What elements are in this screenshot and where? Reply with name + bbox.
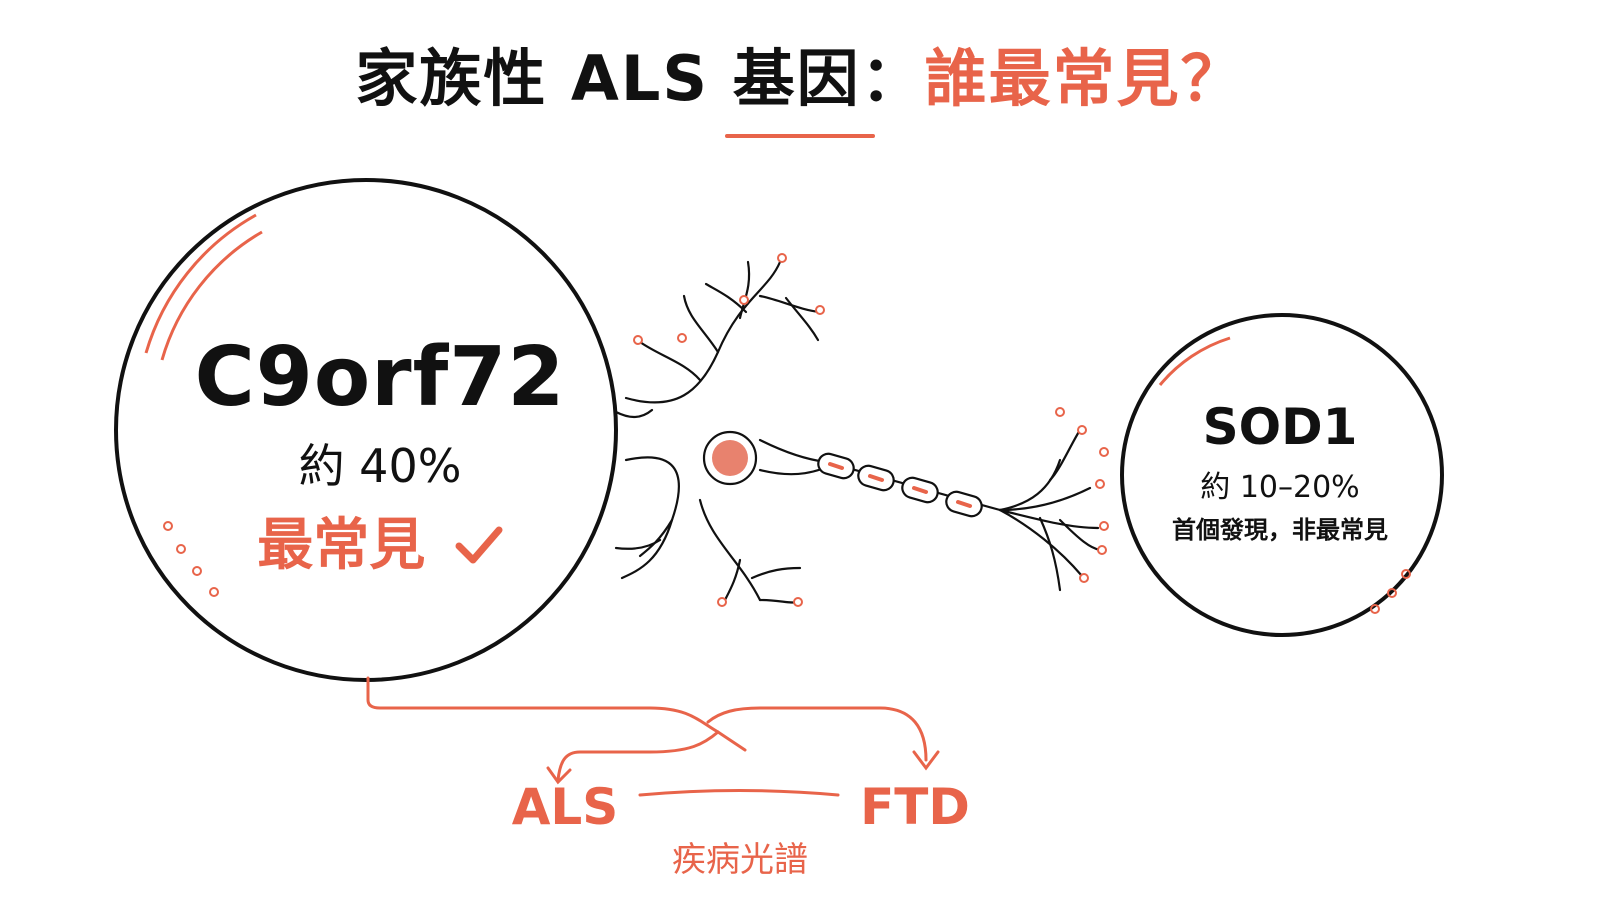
end-dot	[1097, 545, 1107, 555]
end-dot	[1077, 425, 1087, 435]
gene-verdict-c9orf72: 最常見	[180, 500, 580, 581]
connector-arrow-left	[556, 730, 720, 782]
myelin-mark	[868, 474, 884, 482]
end-dot	[1099, 521, 1109, 531]
gene-name-c9orf72: C9orf72	[194, 330, 566, 425]
spectrum-connector	[366, 676, 940, 797]
page-title: 家族性 ALS 基因：誰最常見？	[0, 28, 1600, 118]
neuron-nucleus	[712, 440, 748, 476]
end-dot	[677, 333, 687, 343]
spectrum-link-line	[638, 789, 840, 797]
decor-dot	[1370, 604, 1380, 614]
myelin-sheaths	[817, 452, 983, 518]
spectrum-left-label: ALS	[511, 778, 619, 836]
end-dot	[777, 253, 787, 263]
end-dot	[1099, 447, 1109, 457]
c9orf72-dots	[163, 521, 219, 597]
title-underline	[725, 134, 875, 138]
neuron-nucleus-ring	[702, 430, 758, 486]
neuron-axon-terminal	[1048, 428, 1082, 482]
title-main: 家族性 ALS 基因：	[355, 42, 925, 115]
myelin-mark	[956, 500, 972, 508]
myelin-mark	[828, 462, 844, 470]
neuron-dendrite	[614, 538, 662, 550]
end-dot	[793, 597, 803, 607]
checkmark-icon	[455, 526, 503, 564]
verdict-label: 最常見	[257, 513, 426, 578]
title-accent: 誰最常見？	[924, 42, 1245, 115]
end-dot	[739, 295, 749, 305]
neuron-axon-terminal	[998, 508, 1100, 530]
sod1-highlight-arc	[1158, 336, 1231, 386]
neuron-dendrite	[750, 566, 802, 580]
neuron-axon-terminal	[998, 508, 1084, 578]
neuron-dendrite	[638, 518, 674, 558]
sod1-circle	[1120, 313, 1444, 637]
c9orf72-highlight-arc	[144, 213, 257, 354]
dendrite-end-dots	[633, 253, 1109, 607]
neuron-dendrite	[722, 558, 742, 604]
neuron-dendrite	[638, 340, 702, 382]
sod1-dots	[1370, 569, 1411, 614]
arrowhead-icon	[546, 766, 572, 785]
neuron-dendrite	[682, 294, 720, 354]
decor-dot	[176, 544, 186, 554]
end-dot	[1079, 573, 1089, 583]
myelin-marks	[828, 462, 972, 508]
neuron-dendrite	[704, 282, 748, 314]
end-dot	[717, 597, 727, 607]
gene-percent-c9orf72: 約 40%	[298, 439, 462, 493]
neuron-dendrite	[758, 598, 800, 604]
neuron-dendrite	[784, 296, 820, 342]
gene-percent-sod1: 約 10–20%	[1200, 470, 1360, 505]
end-dot	[1095, 479, 1105, 489]
decor-dot	[163, 521, 173, 531]
connector-arrow-right	[706, 706, 928, 762]
neuron-axon-terminal	[998, 458, 1062, 512]
decor-dot	[192, 566, 202, 576]
neuron-dendrite	[738, 260, 751, 320]
c9orf72-highlight-arc	[160, 230, 263, 361]
decor-dot	[209, 587, 219, 597]
neuron-illustration	[614, 260, 1102, 604]
gene-name-sod1: SOD1	[1202, 398, 1358, 456]
spectrum-caption: 疾病光譜	[672, 840, 808, 880]
decor-dot	[1387, 588, 1397, 598]
end-dot	[815, 305, 825, 315]
myelin-mark	[912, 486, 928, 494]
end-dot	[633, 335, 643, 345]
gene-note-sod1: 首個發現，非最常見	[1172, 516, 1388, 544]
neuron-axon-terminal	[998, 486, 1092, 512]
spectrum-right-label: FTD	[860, 778, 970, 836]
neuron-axon-terminal	[1058, 518, 1102, 552]
connector-line	[366, 676, 747, 752]
neuron-dendrite	[614, 408, 654, 419]
arrowhead-icon	[912, 750, 940, 771]
end-dot	[1055, 407, 1065, 417]
c9orf72-circle	[114, 178, 618, 682]
neuron-axon-terminal	[1038, 516, 1062, 592]
decor-dot	[1401, 569, 1411, 579]
